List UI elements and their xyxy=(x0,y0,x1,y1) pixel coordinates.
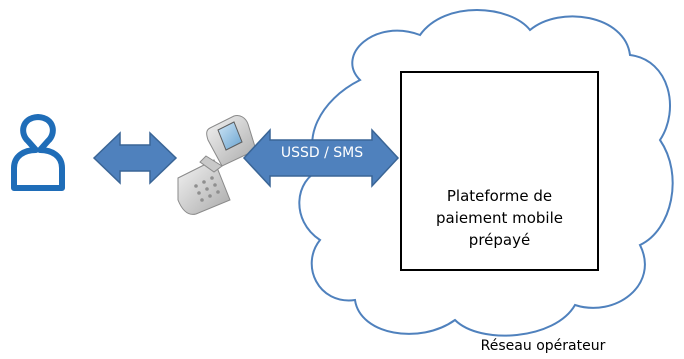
user-icon xyxy=(11,114,65,191)
user-phone-arrow xyxy=(92,131,178,185)
ussd-sms-arrow xyxy=(242,128,400,188)
mobile-phone-icon xyxy=(177,115,257,215)
platform-label-line-1: Plateforme de xyxy=(446,187,553,205)
platform-label-line-3: prépayé xyxy=(468,231,531,249)
platform-label: Plateforme de paiement mobile prépayé xyxy=(402,185,597,251)
ussd-sms-label: USSD / SMS xyxy=(280,145,364,161)
operator-network-label: Réseau opérateur xyxy=(480,338,606,354)
payment-platform-box: Plateforme de paiement mobile prépayé xyxy=(400,71,599,271)
platform-label-line-2: paiement mobile xyxy=(436,209,563,227)
